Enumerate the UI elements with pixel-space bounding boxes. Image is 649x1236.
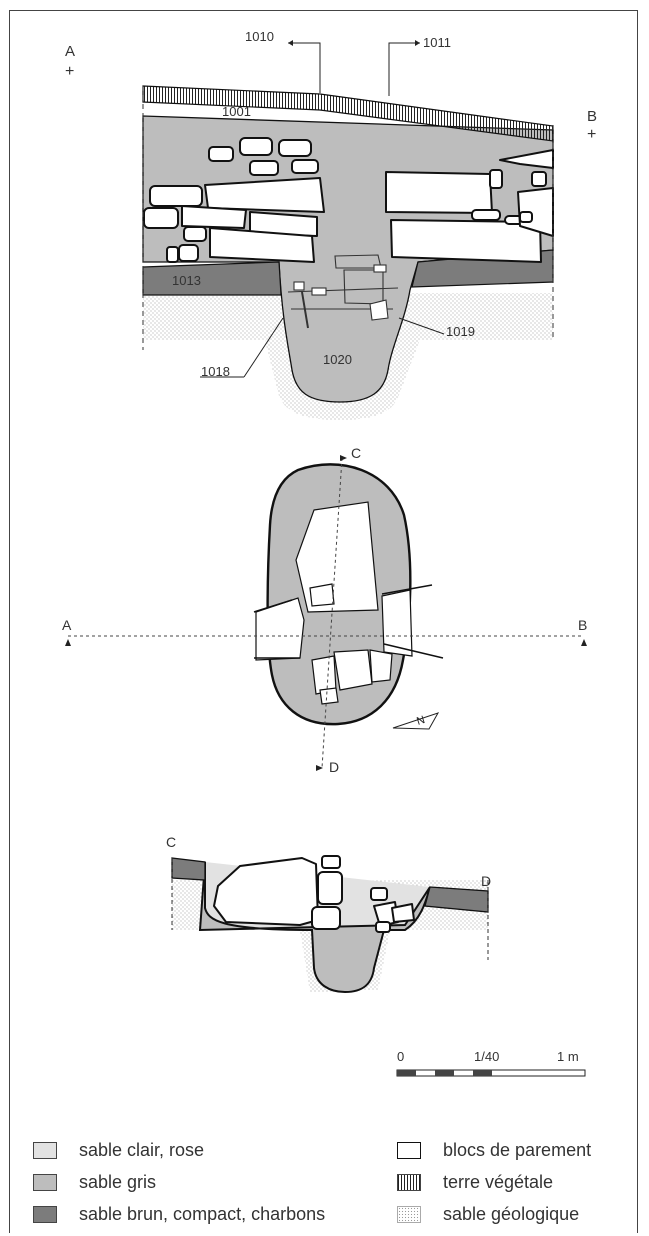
legend-item-sable-gris: sable gris [33, 1172, 156, 1193]
section-cd: C D [166, 834, 491, 994]
swatch-sable-brun [33, 1206, 57, 1223]
endpoint-a-label: A [65, 43, 75, 60]
scale-ratio: 1/40 [474, 1049, 499, 1064]
unit-1001-label: 1001 [222, 104, 251, 119]
topsoil-1001 [142, 85, 554, 142]
legend-label: sable clair, rose [79, 1140, 205, 1160]
legend-label: sable brun, compact, charbons [79, 1204, 326, 1224]
plan-axis-b: B [578, 617, 587, 633]
endpoint-b-marker: + [587, 126, 596, 143]
legend-label: sable gris [79, 1172, 157, 1192]
legend-item-sable-brun: sable brun, compact, charbons [33, 1204, 325, 1225]
brown-sand-left [171, 857, 206, 881]
legend-item-blocs: blocs de parement [397, 1140, 591, 1161]
swatch-terre [397, 1174, 421, 1191]
grey-sand-cd [198, 861, 431, 994]
scale-bar: 0 1/40 1 m [396, 1049, 586, 1077]
swatch-sable-clair [33, 1142, 57, 1159]
section-cd-endpoint-c: C [166, 834, 176, 850]
north-label: N [415, 714, 426, 728]
unit-1013-label: 1013 [172, 273, 201, 288]
legend-label: terre végétale [443, 1172, 554, 1192]
figure-frame [9, 10, 638, 1233]
legend-item-sable-clair: sable clair, rose [33, 1140, 204, 1161]
unit-1018-label: 1018 [201, 364, 230, 379]
legend: sable clair, rose sable gris sable brun,… [0, 1135, 649, 1235]
swatch-blocs [397, 1142, 421, 1159]
plan-axis-a: A [62, 617, 72, 633]
plan-view: N A B C D [62, 445, 587, 775]
north-arrow-icon [392, 712, 440, 730]
swatch-sable-gris [33, 1174, 57, 1191]
section-ab: A + B + 1010 1011 1001 1013 1018 1019 10… [65, 29, 597, 420]
legend-label: sable géologique [443, 1204, 580, 1224]
section-cd-endpoint-d: D [481, 873, 491, 889]
plan-axis-d: D [329, 759, 339, 775]
legend-item-sable-geo: sable géologique [397, 1204, 579, 1225]
pit-inner-light [295, 501, 379, 613]
legend-label: blocs de parement [443, 1140, 592, 1160]
brown-sand-layer-1013 [142, 261, 282, 296]
unit-1011-label: 1011 [423, 35, 451, 50]
unit-1010-label: 1010 [245, 29, 274, 44]
swatch-sable-geo [397, 1206, 421, 1223]
endpoint-a-marker: + [65, 63, 74, 80]
plan-axis-c: C [351, 445, 361, 461]
legend-item-terre: terre végétale [397, 1172, 553, 1193]
endpoint-b-label: B [587, 108, 597, 125]
unit-1019-label: 1019 [446, 324, 475, 339]
scale-start: 0 [397, 1049, 404, 1064]
unit-1020-label: 1020 [323, 352, 352, 367]
scale-end: 1 m [557, 1049, 579, 1064]
